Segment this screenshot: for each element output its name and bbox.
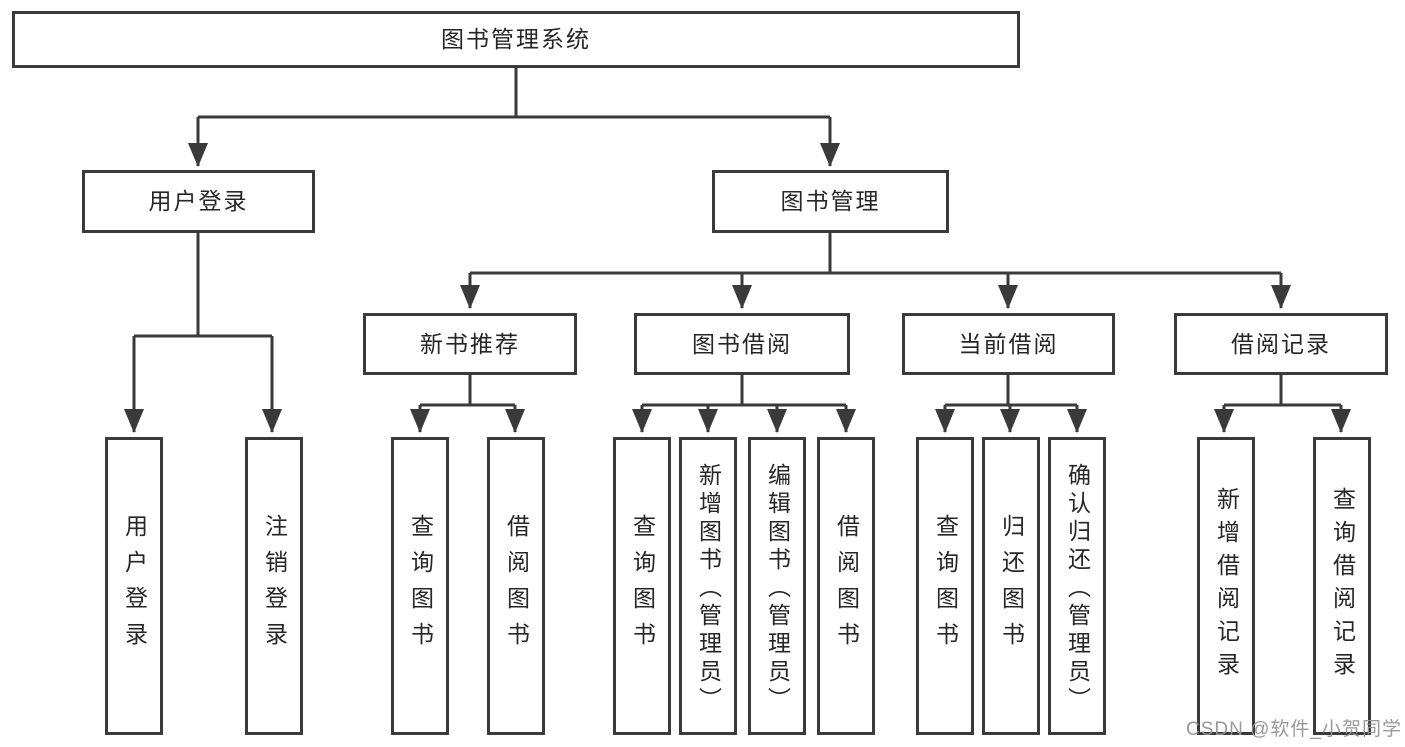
leaf-query-borrow-record: 查询借阅记录	[1313, 437, 1371, 735]
leaf-confirm-return-admin: 确认归还（管理员）	[1048, 437, 1106, 735]
leaf-borrow-books-borrowing: 借阅图书	[817, 437, 875, 735]
leaf-query-books-current: 查询图书	[916, 437, 974, 735]
leaf-add-borrow-record: 新增借阅记录	[1197, 437, 1255, 735]
node-user-login: 用户登录	[82, 170, 315, 233]
csdn-watermark: CSDN @软件_小贺同学	[1186, 719, 1402, 740]
leaf-logout: 注销登录	[245, 437, 303, 735]
node-new-book-recommendation: 新书推荐	[363, 313, 577, 375]
node-book-borrowing: 图书借阅	[634, 313, 850, 375]
leaf-borrow-books-recommend: 借阅图书	[487, 437, 545, 735]
root-node-library-system: 图书管理系统	[12, 11, 1020, 68]
node-current-borrowing: 当前借阅	[902, 313, 1115, 375]
leaf-user-login: 用户登录	[105, 437, 163, 735]
leaf-return-books: 归还图书	[982, 437, 1040, 735]
node-borrowing-records: 借阅记录	[1174, 313, 1388, 375]
leaf-query-books-recommend: 查询图书	[391, 437, 449, 735]
leaf-edit-books-admin: 编辑图书（管理员）	[748, 437, 806, 735]
leaf-query-books-borrowing: 查询图书	[613, 437, 671, 735]
node-book-management: 图书管理	[712, 170, 949, 233]
leaf-add-books-admin: 新增图书（管理员）	[679, 437, 737, 735]
